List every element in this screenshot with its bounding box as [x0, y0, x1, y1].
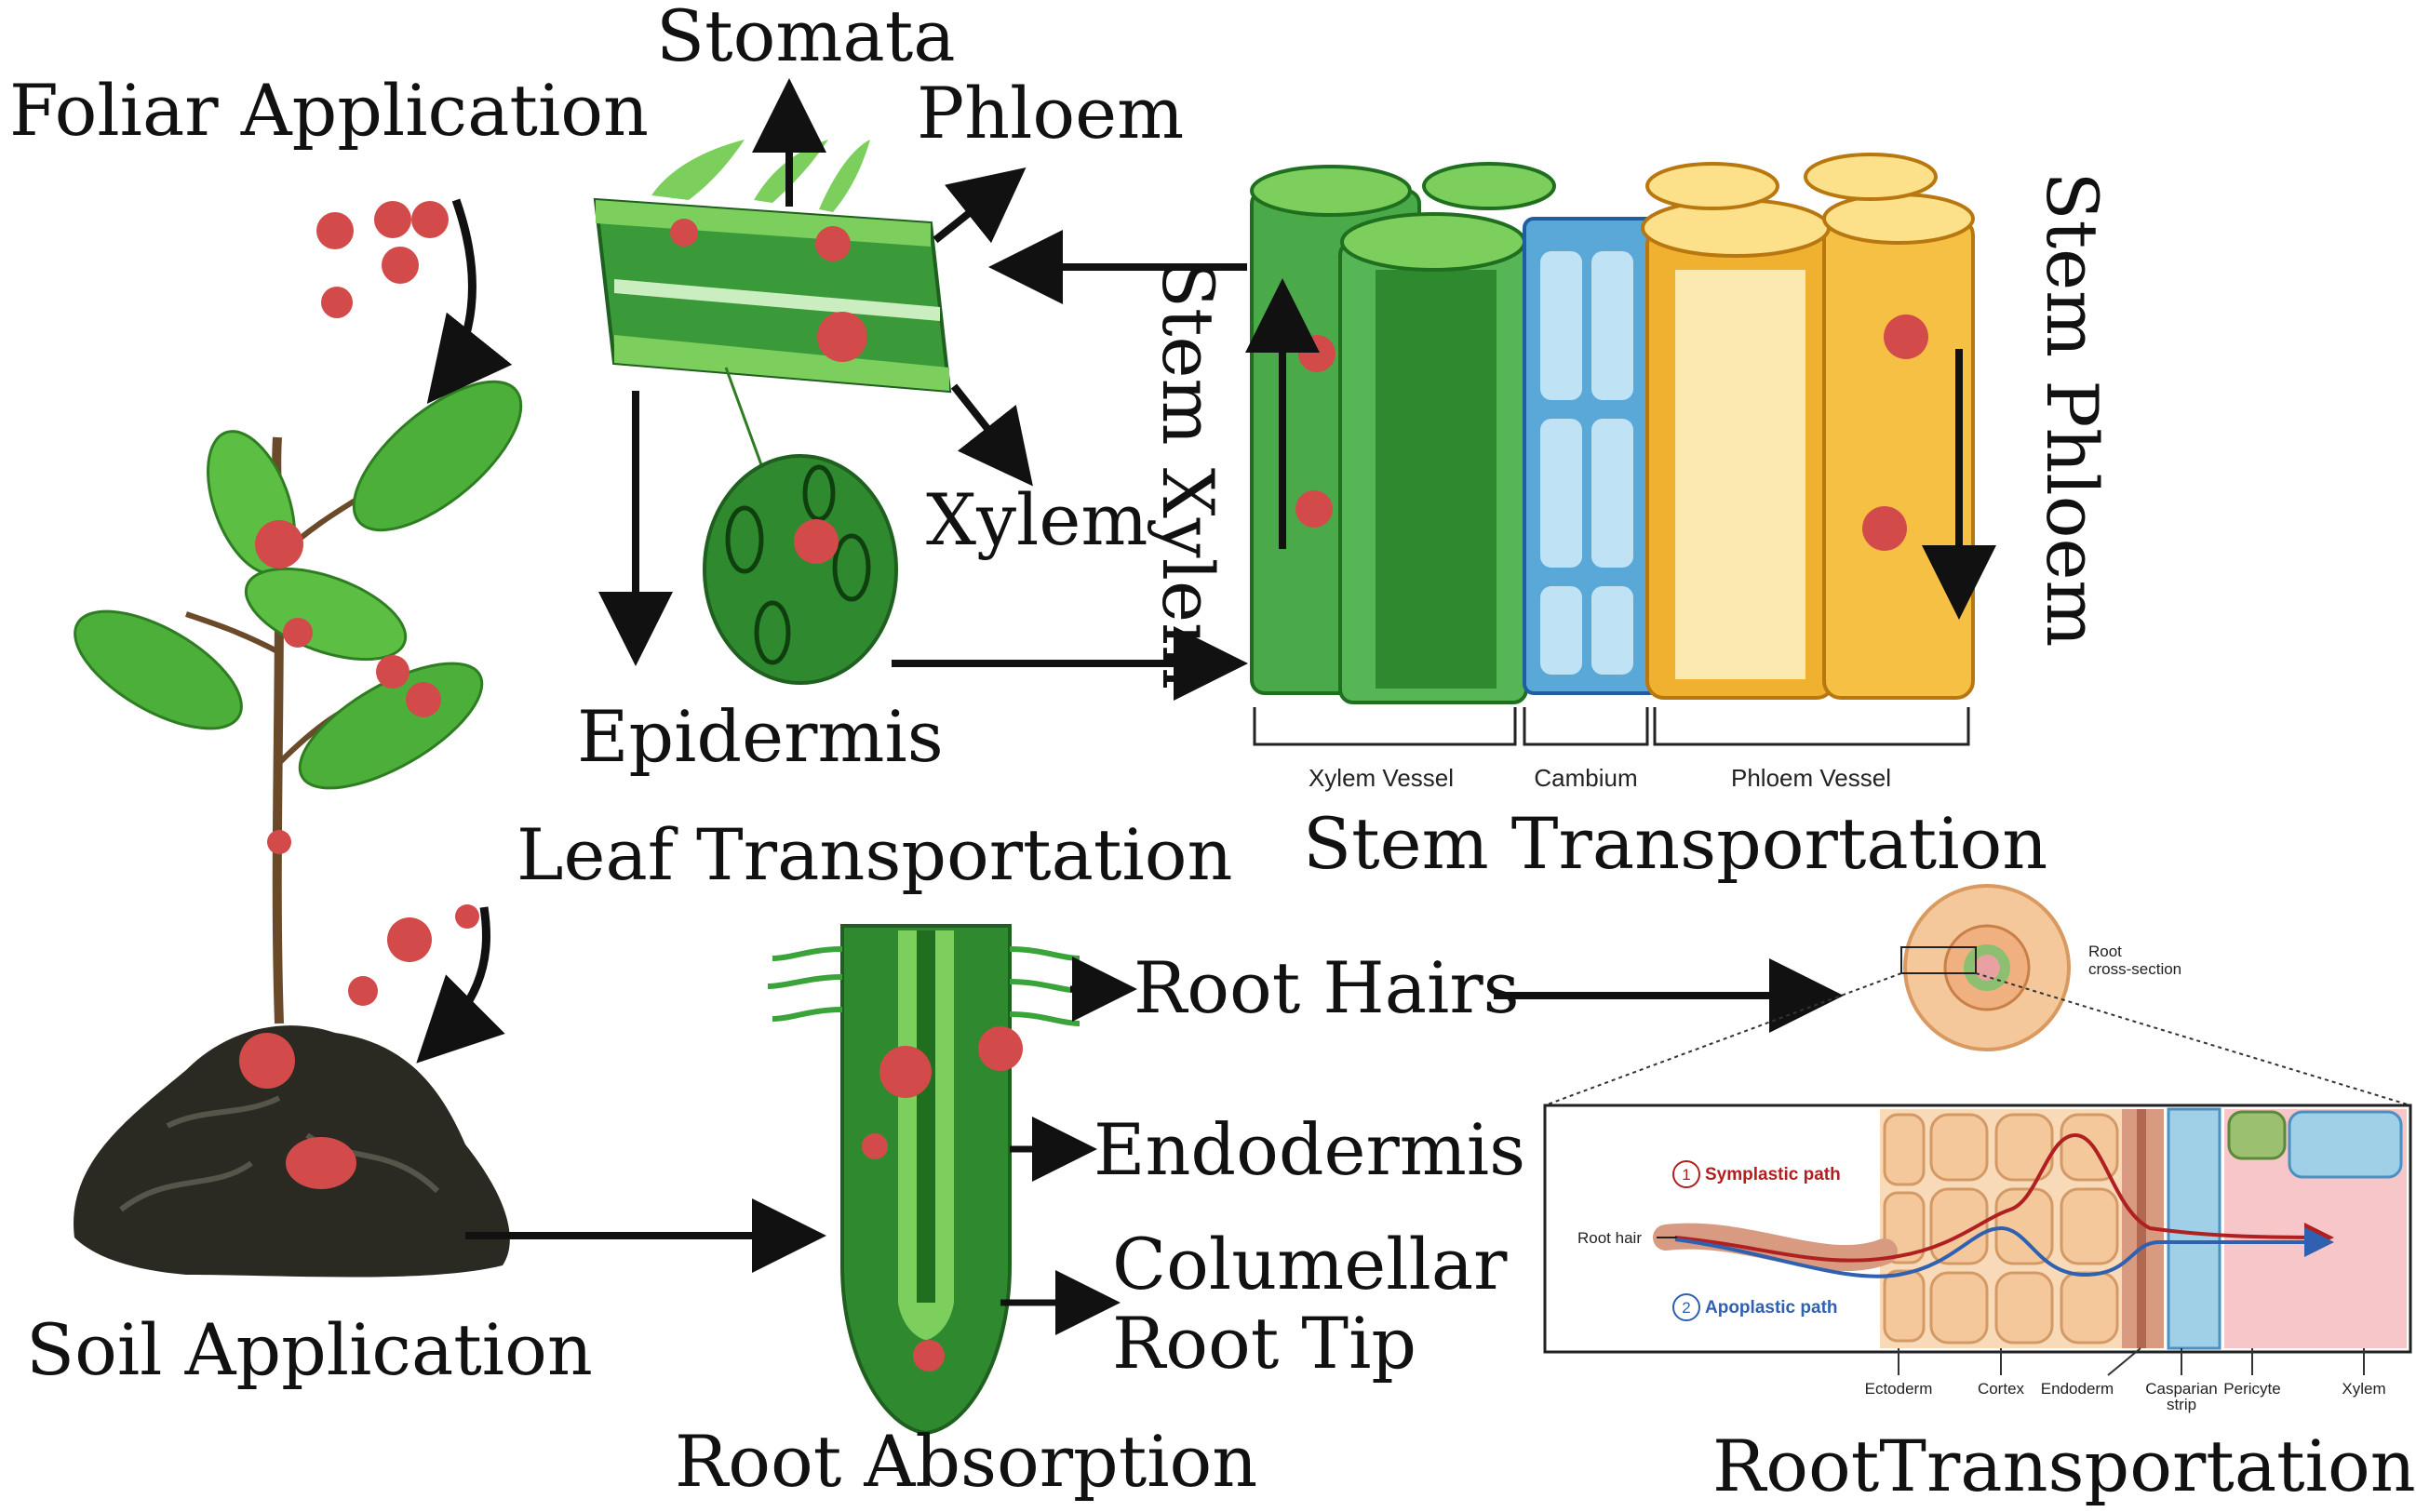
particle — [1295, 490, 1333, 528]
foliar-particles — [255, 201, 449, 854]
particle — [376, 655, 409, 689]
foliar-arrow — [426, 198, 513, 405]
particle — [286, 1137, 356, 1189]
symplastic-path-line — [1674, 1132, 2334, 1263]
apoplastic-number: 2 — [1682, 1299, 1690, 1317]
particle — [1298, 335, 1336, 372]
particle — [879, 1046, 932, 1098]
particle — [382, 247, 419, 284]
soil-particles — [239, 904, 479, 1189]
root-cross-section — [1544, 884, 2411, 1106]
apoplastic-path-line — [1674, 1225, 2334, 1278]
endoderm-label: Endoderm — [2041, 1380, 2114, 1398]
xylem-arrow — [950, 383, 1033, 487]
bracket-cambium: Cambium — [1534, 764, 1637, 792]
particle — [455, 904, 479, 929]
particle — [406, 682, 441, 717]
label-stem-phloem: Stem Phloem — [2031, 172, 2114, 648]
label-root-tip: Root Tip — [1112, 1302, 1416, 1385]
xylem-tissue-label: Xylem — [2342, 1380, 2385, 1398]
zoom-line — [1975, 972, 2411, 1106]
stem-cambium — [1523, 217, 1661, 695]
particle — [913, 1340, 945, 1372]
particle — [283, 618, 313, 648]
particle — [316, 212, 354, 249]
particle — [255, 520, 303, 569]
label-xylem: Xylem — [926, 478, 1148, 561]
casparian-label-1: Casparian — [2145, 1380, 2218, 1398]
particle — [239, 1033, 295, 1089]
particle — [815, 226, 851, 261]
label-endodermis: Endodermis — [1094, 1108, 1525, 1191]
particle — [348, 976, 378, 1006]
epidermis-zoom — [703, 454, 898, 685]
plant-illustration — [74, 380, 523, 1278]
particle — [978, 1026, 1023, 1071]
label-stomata: Stomata — [656, 0, 956, 77]
root-illustration — [767, 924, 1085, 1436]
particle — [1862, 506, 1907, 551]
label-leaf-transportation: Leaf Transportation — [517, 813, 1232, 896]
label-stem-xylem: Stem Xylem — [1147, 260, 1229, 689]
casparian-label-2: strip — [2167, 1396, 2196, 1413]
particle — [387, 917, 432, 962]
zoom-line — [724, 367, 765, 471]
root-hair-label: Root hair — [1577, 1229, 1642, 1247]
particle — [670, 219, 698, 247]
particle — [374, 201, 411, 238]
label-foliar-application: Foliar Application — [9, 69, 649, 152]
particle — [862, 1133, 888, 1159]
ectoderm-label: Ectoderm — [1865, 1380, 1933, 1398]
pericyte-label: Pericyte — [2223, 1380, 2280, 1398]
apoplastic-label: Apoplastic path — [1705, 1298, 1838, 1318]
label-phloem: Phloem — [917, 72, 1184, 154]
symplastic-number: 1 — [1682, 1166, 1690, 1184]
tissue-ticks — [1898, 1347, 2365, 1376]
stem-xylem-vessels — [1250, 162, 1556, 704]
label-soil-application: Soil Application — [26, 1308, 593, 1391]
stem-phloem-vessels — [1641, 153, 1975, 700]
bracket-xylem-vessel: Xylem Vessel — [1309, 764, 1454, 792]
label-stem-transportation: Stem Transportation — [1303, 802, 2047, 885]
cross-section-label-1: Root — [2088, 943, 2122, 960]
root-tissue-panel — [1543, 1104, 2412, 1354]
phloem-arrow — [933, 167, 1027, 244]
leaf-cross-section — [593, 140, 952, 394]
stem-brackets — [1253, 707, 1970, 746]
label-columellar: Columellar — [1112, 1223, 1508, 1305]
label-root-absorption: Root Absorption — [675, 1420, 1257, 1503]
zoom-box — [1900, 946, 1977, 974]
symplastic-number-circle — [1672, 1160, 1700, 1188]
soil-arrow — [416, 906, 505, 1064]
particle — [1884, 314, 1928, 359]
cross-section-label-2: cross-section — [2088, 960, 2181, 978]
label-epidermis: Epidermis — [577, 695, 944, 778]
bracket-phloem-vessel: Phloem Vessel — [1731, 764, 1891, 792]
particle — [321, 287, 353, 318]
cortex-label: Cortex — [1978, 1380, 2025, 1398]
label-root-transportation: RootTransportation — [1712, 1425, 2416, 1507]
particle — [267, 830, 291, 854]
particle — [411, 201, 449, 238]
particle — [794, 519, 839, 564]
label-root-hairs: Root Hairs — [1134, 946, 1520, 1029]
apoplastic-number-circle — [1672, 1293, 1700, 1321]
symplastic-label: Symplastic path — [1705, 1165, 1841, 1184]
particle — [817, 312, 867, 362]
